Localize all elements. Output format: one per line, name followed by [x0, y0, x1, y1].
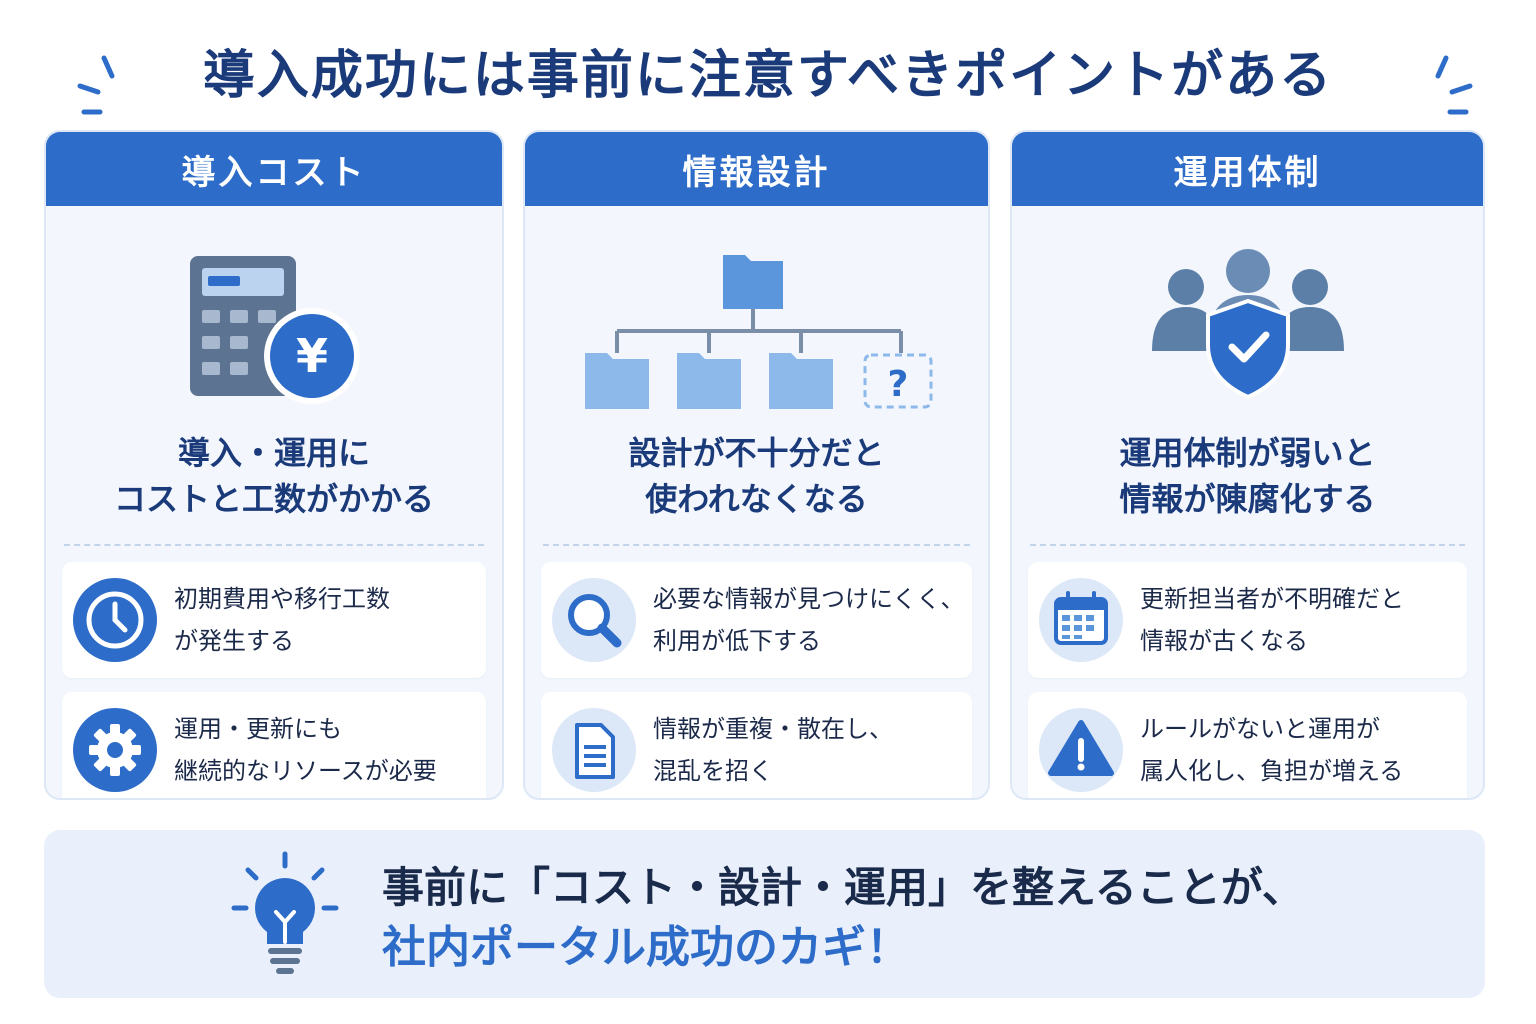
card-main-line: 使われなくなる — [645, 480, 868, 518]
conclusion-banner: 事前に「コスト・設計・運用」を整えることが、 社内ポータル成功のカギ！ — [44, 830, 1485, 998]
card-header-operation: 運用体制 — [1012, 132, 1483, 206]
divider — [1030, 544, 1465, 546]
document-icon — [551, 707, 637, 793]
list-item: 運用・更新にも 継続的なリソースが必要 — [62, 692, 486, 798]
title-area: 導入成功には事前に注意すべきポイントがある — [0, 30, 1536, 115]
list-item: 情報が重複・散在し、 混乱を招く — [541, 692, 972, 798]
page-title: 導入成功には事前に注意すべきポイントがある — [202, 45, 1334, 106]
magnifier-icon — [551, 577, 637, 663]
banner-line-2: 社内ポータル成功のカギ！ — [382, 922, 910, 973]
item-text: 必要な情報が見つけにくく、 — [653, 585, 965, 613]
sparkle-right-icon — [1435, 55, 1473, 115]
card-header-cost: 導入コスト — [46, 132, 502, 206]
item-text: が発生する — [174, 627, 294, 655]
team-shield-icon — [1012, 226, 1483, 426]
item-text: 情報が重複・散在し、 — [653, 715, 893, 743]
calculator-yen-icon: ¥ — [46, 226, 502, 426]
item-text: 運用・更新にも — [174, 715, 342, 743]
question-mark-icon: ? — [887, 364, 908, 405]
calendar-icon — [1038, 577, 1124, 663]
yen-symbol: ¥ — [296, 329, 328, 383]
banner-line-1: 事前に「コスト・設計・運用」を整えることが、 — [382, 863, 1304, 912]
list-item: ルールがないと運用が 属人化し、負担が増える — [1028, 692, 1467, 798]
item-text: 混乱を招く — [653, 757, 773, 785]
card-header-design: 情報設計 — [525, 132, 988, 206]
card-main-line: コストと工数がかかる — [113, 480, 434, 518]
item-text: 継続的なリソースが必要 — [174, 757, 437, 785]
divider — [543, 544, 970, 546]
item-text: 初期費用や移行工数 — [174, 585, 390, 613]
gear-icon — [72, 707, 158, 793]
item-text: 更新担当者が不明確だと — [1140, 585, 1404, 613]
divider — [64, 544, 484, 546]
card-main-line: 導入・運用に — [177, 434, 370, 472]
card-main-line: 情報が陳腐化する — [1119, 480, 1376, 518]
card-design: 情報設計 ? 設計が不十分だと 使われなくなる — [523, 130, 990, 800]
list-item: 更新担当者が不明確だと 情報が古くなる — [1028, 562, 1467, 678]
list-item: 初期費用や移行工数 が発生する — [62, 562, 486, 678]
card-main-line: 運用体制が弱いと — [1119, 434, 1376, 472]
card-main-text-design: 設計が不十分だと 使われなくなる — [525, 430, 988, 530]
warning-icon — [1038, 707, 1124, 793]
item-text: 情報が古くなる — [1140, 627, 1308, 655]
card-operation: 運用体制 運用体制が弱いと 情報が陳腐化する — [1010, 130, 1485, 800]
clock-icon — [72, 577, 158, 663]
card-main-text-cost: 導入・運用に コストと工数がかかる — [46, 430, 502, 530]
sparkle-left-icon — [77, 55, 115, 115]
card-cost: 導入コスト ¥ 導入・運用に コストと工数がかかる — [44, 130, 504, 800]
folder-tree-icon: ? — [525, 226, 988, 426]
lightbulb-icon — [231, 851, 339, 974]
card-main-line: 設計が不十分だと — [628, 434, 885, 472]
item-text: ルールがないと運用が — [1140, 715, 1380, 743]
list-item: 必要な情報が見つけにくく、 利用が低下する — [541, 562, 972, 678]
item-text: 属人化し、負担が増える — [1140, 757, 1404, 785]
item-text: 利用が低下する — [653, 627, 821, 655]
card-main-text-operation: 運用体制が弱いと 情報が陳腐化する — [1012, 430, 1483, 530]
